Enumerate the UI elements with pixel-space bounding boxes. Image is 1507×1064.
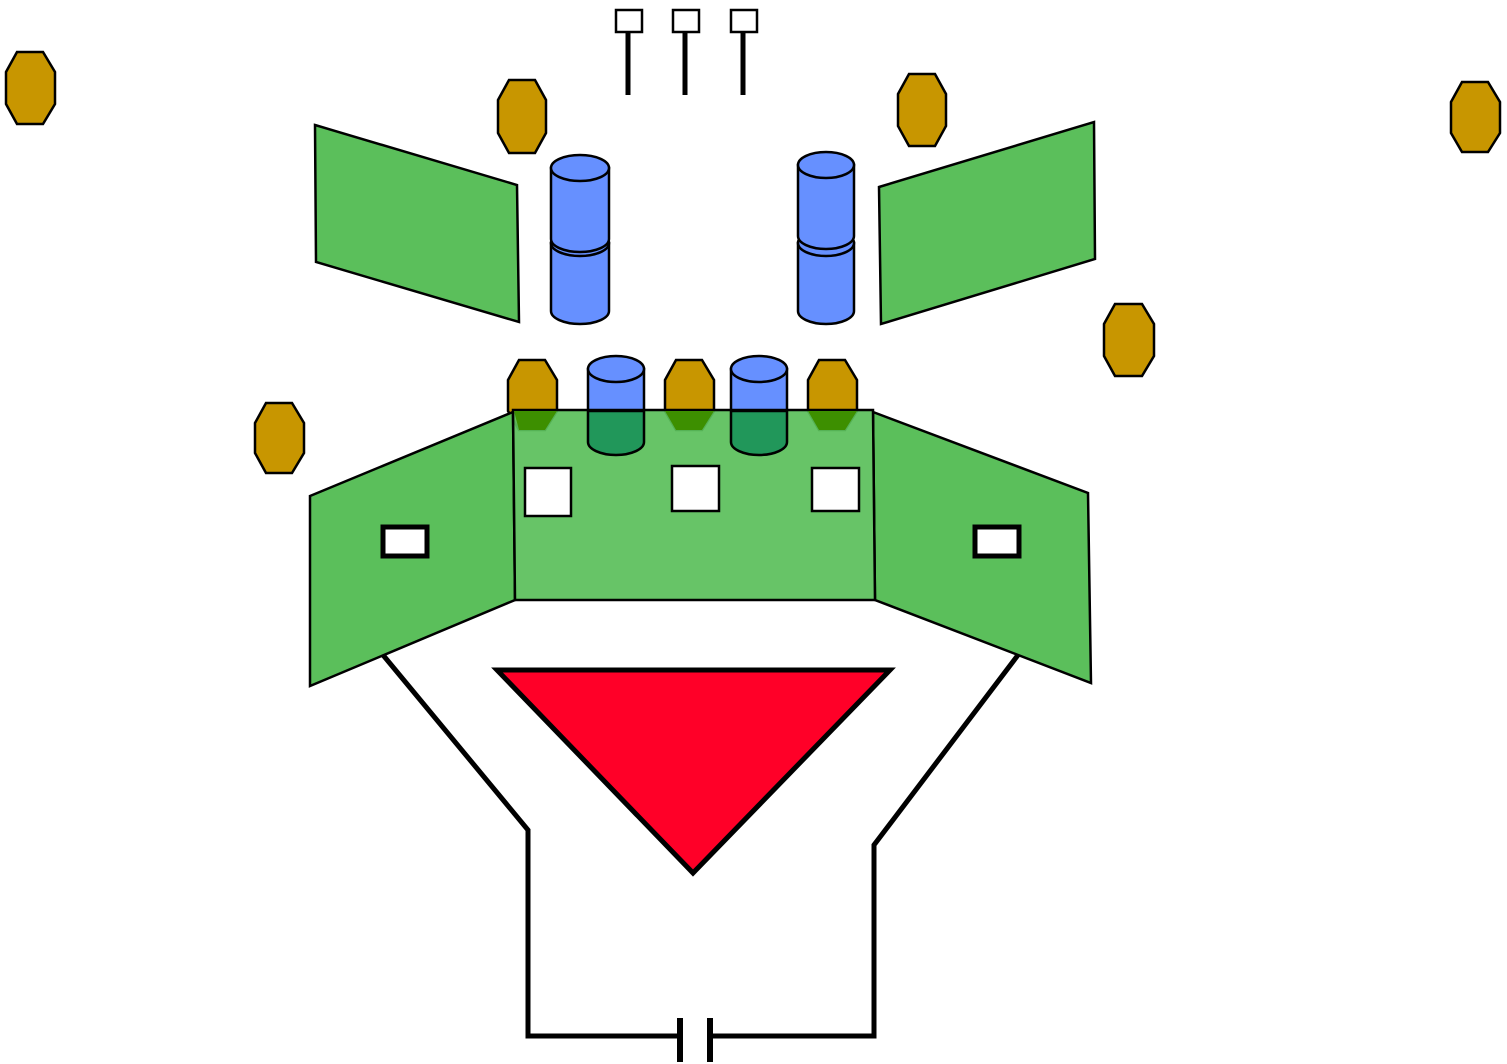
pin-group bbox=[614, 8, 759, 95]
hexagon bbox=[1449, 80, 1502, 154]
cylinder bbox=[796, 150, 856, 251]
red-triangle bbox=[491, 667, 896, 877]
pin bbox=[729, 8, 759, 95]
hexagon bbox=[253, 401, 306, 475]
panel-window bbox=[972, 524, 1022, 559]
panel-window bbox=[380, 524, 430, 559]
hexagon bbox=[4, 50, 57, 126]
upper-right-panel bbox=[877, 120, 1097, 326]
cylinder bbox=[549, 153, 611, 254]
panel-window bbox=[523, 466, 573, 518]
pin bbox=[671, 8, 701, 95]
cylinder-stack-right bbox=[796, 150, 856, 326]
capacitor-symbol bbox=[677, 1018, 713, 1062]
hexagon bbox=[896, 72, 948, 148]
cylinder-stack-left bbox=[549, 153, 611, 326]
hexagon bbox=[496, 78, 548, 155]
panel-window bbox=[810, 466, 861, 513]
panel-window-group bbox=[380, 464, 1022, 559]
overlap-shading bbox=[514, 409, 857, 457]
panel-window bbox=[670, 464, 721, 513]
upper-left-panel bbox=[313, 123, 521, 324]
hexagon bbox=[1102, 302, 1156, 378]
pin bbox=[614, 8, 644, 95]
circuit-wire bbox=[381, 653, 1020, 1039]
